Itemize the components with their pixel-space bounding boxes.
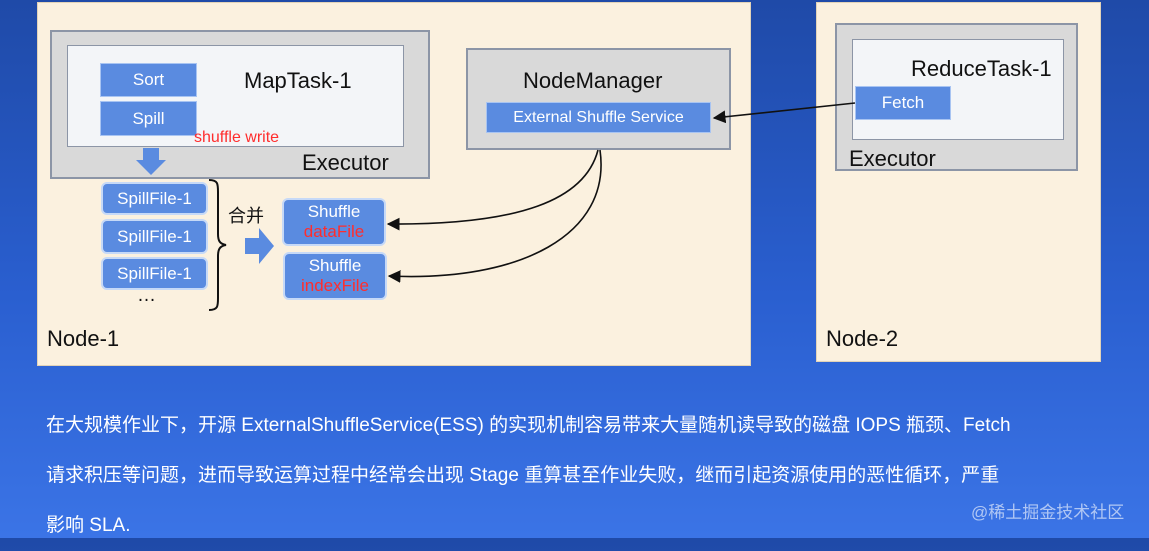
spill-file-2: SpillFile-1 bbox=[101, 219, 208, 254]
spill-file-1: SpillFile-1 bbox=[101, 182, 208, 215]
ess-to-indexfile-arrow bbox=[387, 149, 602, 283]
merge-brace-icon bbox=[208, 179, 227, 311]
maptask-label: MapTask-1 bbox=[244, 68, 352, 93]
shuffle-indexfile-box: Shuffle indexFile bbox=[283, 252, 387, 300]
ess-to-datafile-arrow bbox=[386, 149, 599, 231]
spill-ellipsis: … bbox=[137, 285, 156, 306]
ess-box: External Shuffle Service bbox=[486, 102, 711, 133]
sort-box: Sort bbox=[100, 63, 197, 97]
description-line-2: 请求积压等问题，进而导致运算过程中经常会出现 Stage 重算甚至作业失败，继而… bbox=[46, 465, 1000, 486]
description-line-3: 影响 SLA. bbox=[46, 515, 131, 536]
shuffle-datafile-sub: dataFile bbox=[303, 222, 365, 241]
right-arrow-icon bbox=[245, 228, 274, 264]
node1-label: Node-1 bbox=[47, 326, 120, 351]
node1-executor-label: Executor bbox=[302, 150, 389, 175]
merge-label: 合并 bbox=[228, 206, 264, 226]
watermark: @稀土掘金技术社区 bbox=[971, 503, 1125, 522]
nodemanager-label: NodeManager bbox=[523, 68, 663, 93]
node2-executor-label: Executor bbox=[849, 146, 936, 171]
fetch-box: Fetch bbox=[855, 86, 951, 120]
description-line-1: 在大规模作业下，开源 ExternalShuffleService(ESS) 的… bbox=[46, 415, 1011, 436]
shuffle-datafile-title: Shuffle bbox=[307, 202, 361, 221]
reducetask-label: ReduceTask-1 bbox=[911, 56, 1052, 81]
node2-label: Node-2 bbox=[826, 326, 899, 351]
shuffle-write-label: shuffle write bbox=[194, 129, 280, 146]
nodemanager-box bbox=[466, 48, 731, 150]
connector-arrows bbox=[386, 102, 856, 283]
fetch-to-ess-arrow bbox=[712, 102, 856, 124]
shuffle-indexfile-sub: indexFile bbox=[300, 276, 370, 295]
shuffle-datafile-box: Shuffle dataFile bbox=[282, 198, 386, 246]
spill-file-3: SpillFile-1 bbox=[101, 257, 208, 290]
spill-box: Spill bbox=[100, 101, 197, 136]
shuffle-indexfile-title: Shuffle bbox=[308, 256, 362, 275]
down-arrow-icon bbox=[136, 148, 166, 175]
